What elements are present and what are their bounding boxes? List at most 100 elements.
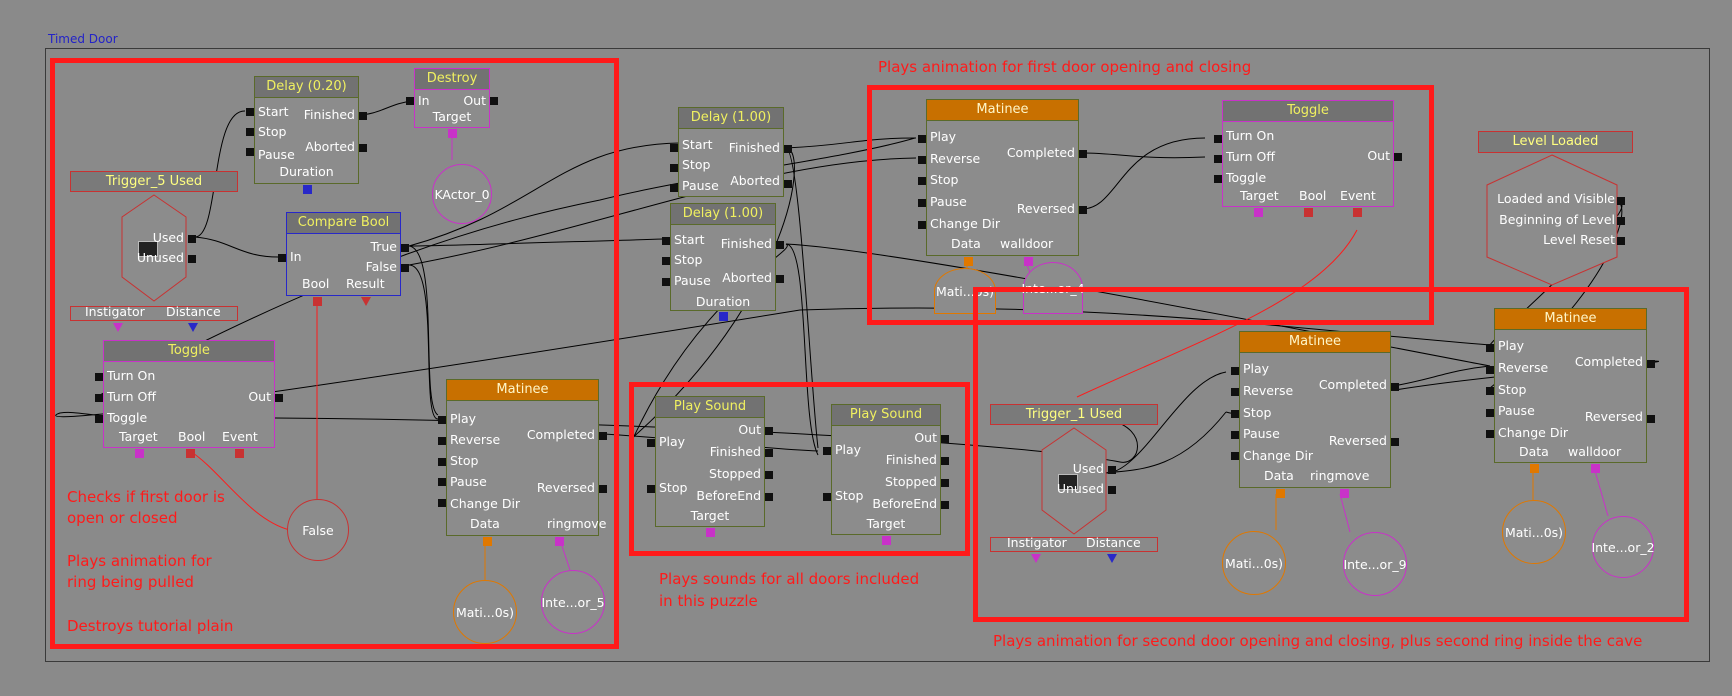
interp-actor-variable[interactable]: Inte...or_5 <box>541 570 605 634</box>
output-pin[interactable] <box>401 244 409 252</box>
matinee-var-pin[interactable] <box>1530 464 1539 473</box>
object-var-pin[interactable] <box>1591 464 1600 473</box>
float-var-pin[interactable] <box>303 185 312 194</box>
input-pin[interactable] <box>662 257 670 265</box>
input-pin[interactable] <box>438 499 446 507</box>
object-var-pin[interactable] <box>882 536 891 545</box>
matinee-node-ring2[interactable]: Matinee Play Reverse Stop Pause Change D… <box>1231 331 1399 498</box>
input-pin[interactable] <box>670 164 678 172</box>
false-bool-variable[interactable]: False <box>287 499 349 561</box>
input-pin[interactable] <box>670 144 678 152</box>
input-pin[interactable] <box>670 184 678 192</box>
output-pin[interactable] <box>1647 415 1655 423</box>
toggle-node-a[interactable]: Toggle Turn On Turn Off Toggle Out Targe… <box>95 340 283 458</box>
input-pin[interactable] <box>823 447 831 455</box>
input-pin[interactable] <box>1486 366 1494 374</box>
level-loaded-event[interactable]: Level Loaded Loaded and Visible Beginnin… <box>1477 131 1633 287</box>
float-var-pin[interactable] <box>188 323 198 332</box>
object-var-pin[interactable] <box>555 537 564 546</box>
matinee-node-door2[interactable]: Matinee Play Reverse Stop Pause Change D… <box>1486 308 1655 473</box>
input-pin[interactable] <box>918 199 926 207</box>
output-pin[interactable] <box>784 145 792 153</box>
output-pin[interactable] <box>1391 383 1399 391</box>
input-pin[interactable] <box>918 177 926 185</box>
output-pin[interactable] <box>765 471 773 479</box>
delay-node-c[interactable]: Delay (1.00) Start Stop Pause Finished A… <box>662 203 784 321</box>
input-pin[interactable] <box>246 108 254 116</box>
input-pin[interactable] <box>95 415 103 423</box>
object-var-pin[interactable] <box>1024 257 1033 266</box>
output-pin[interactable] <box>1108 486 1116 494</box>
output-pin[interactable] <box>765 449 773 457</box>
output-pin[interactable] <box>941 457 949 465</box>
input-pin[interactable] <box>438 478 446 486</box>
bool-var-pin[interactable] <box>186 449 195 458</box>
output-pin[interactable] <box>359 112 367 120</box>
output-pin[interactable] <box>275 394 283 402</box>
input-pin[interactable] <box>1214 155 1222 163</box>
input-pin[interactable] <box>918 221 926 229</box>
input-pin[interactable] <box>1231 431 1239 439</box>
input-pin[interactable] <box>918 156 926 164</box>
output-pin[interactable] <box>776 275 784 283</box>
bool-var-pin[interactable] <box>235 449 244 458</box>
input-pin[interactable] <box>278 254 286 262</box>
compare-bool-node[interactable]: Compare Bool In True False Bool Result <box>278 212 409 306</box>
input-pin[interactable] <box>95 373 103 381</box>
input-pin[interactable] <box>1486 409 1494 417</box>
float-var-pin[interactable] <box>719 312 728 321</box>
input-pin[interactable] <box>647 439 655 447</box>
input-pin[interactable] <box>1231 452 1239 460</box>
output-pin[interactable] <box>599 485 607 493</box>
input-pin[interactable] <box>918 135 926 143</box>
input-pin[interactable] <box>1486 387 1494 395</box>
interp-actor-variable[interactable]: Inte...or_9 <box>1343 532 1407 596</box>
output-pin[interactable] <box>1647 360 1655 368</box>
input-pin[interactable] <box>438 458 446 466</box>
input-pin[interactable] <box>1231 410 1239 418</box>
input-pin[interactable] <box>406 97 414 105</box>
output-pin[interactable] <box>1079 150 1087 158</box>
matinee-node-door1[interactable]: Matinee Play Reverse Stop Pause Change D… <box>918 99 1087 266</box>
matinee-var-pin[interactable] <box>964 257 973 266</box>
float-var-pin[interactable] <box>1107 554 1117 563</box>
matinee-data-variable[interactable]: Mati...0s) <box>453 580 517 644</box>
input-pin[interactable] <box>1231 367 1239 375</box>
trigger5-event[interactable]: Trigger_5 Used Used Unused Instigator Di… <box>70 171 238 323</box>
output-pin[interactable] <box>1079 206 1087 214</box>
object-var-pin[interactable] <box>1254 208 1263 217</box>
output-pin[interactable] <box>188 255 196 263</box>
output-pin[interactable] <box>784 180 792 188</box>
object-var-pin[interactable] <box>113 323 123 332</box>
output-pin[interactable] <box>941 435 949 443</box>
input-pin[interactable] <box>1486 430 1494 438</box>
input-pin[interactable] <box>647 485 655 493</box>
output-pin[interactable] <box>941 501 949 509</box>
toggle-node-b[interactable]: Toggle Turn On Turn Off Toggle Out Targe… <box>1214 100 1402 217</box>
output-pin[interactable] <box>359 144 367 152</box>
output-pin[interactable] <box>765 493 773 501</box>
output-pin[interactable] <box>1617 237 1625 245</box>
input-pin[interactable] <box>662 237 670 245</box>
input-pin[interactable] <box>438 437 446 445</box>
object-var-pin[interactable] <box>448 129 457 138</box>
input-pin[interactable] <box>1214 135 1222 143</box>
output-pin[interactable] <box>599 432 607 440</box>
input-pin[interactable] <box>246 148 254 156</box>
input-pin[interactable] <box>662 278 670 286</box>
delay-node-a[interactable]: Delay (0.20) Start Stop Pause Finished A… <box>246 76 367 194</box>
output-pin[interactable] <box>188 235 196 243</box>
bool-var-pin[interactable] <box>361 297 371 306</box>
output-pin[interactable] <box>1108 466 1116 474</box>
output-pin[interactable] <box>1391 438 1399 446</box>
input-pin[interactable] <box>823 493 831 501</box>
kactor-variable[interactable]: KActor_0 <box>432 164 492 224</box>
output-pin[interactable] <box>490 97 498 105</box>
bool-var-pin[interactable] <box>313 297 322 306</box>
output-pin[interactable] <box>1617 217 1625 225</box>
delay-node-b[interactable]: Delay (1.00) Start Stop Pause Finished A… <box>670 107 792 197</box>
destroy-node[interactable]: Destroy In Out Target <box>406 68 498 138</box>
input-pin[interactable] <box>1214 175 1222 183</box>
play-sound-node-b[interactable]: Play Sound Play Stop Out Finished Stoppe… <box>823 404 949 545</box>
